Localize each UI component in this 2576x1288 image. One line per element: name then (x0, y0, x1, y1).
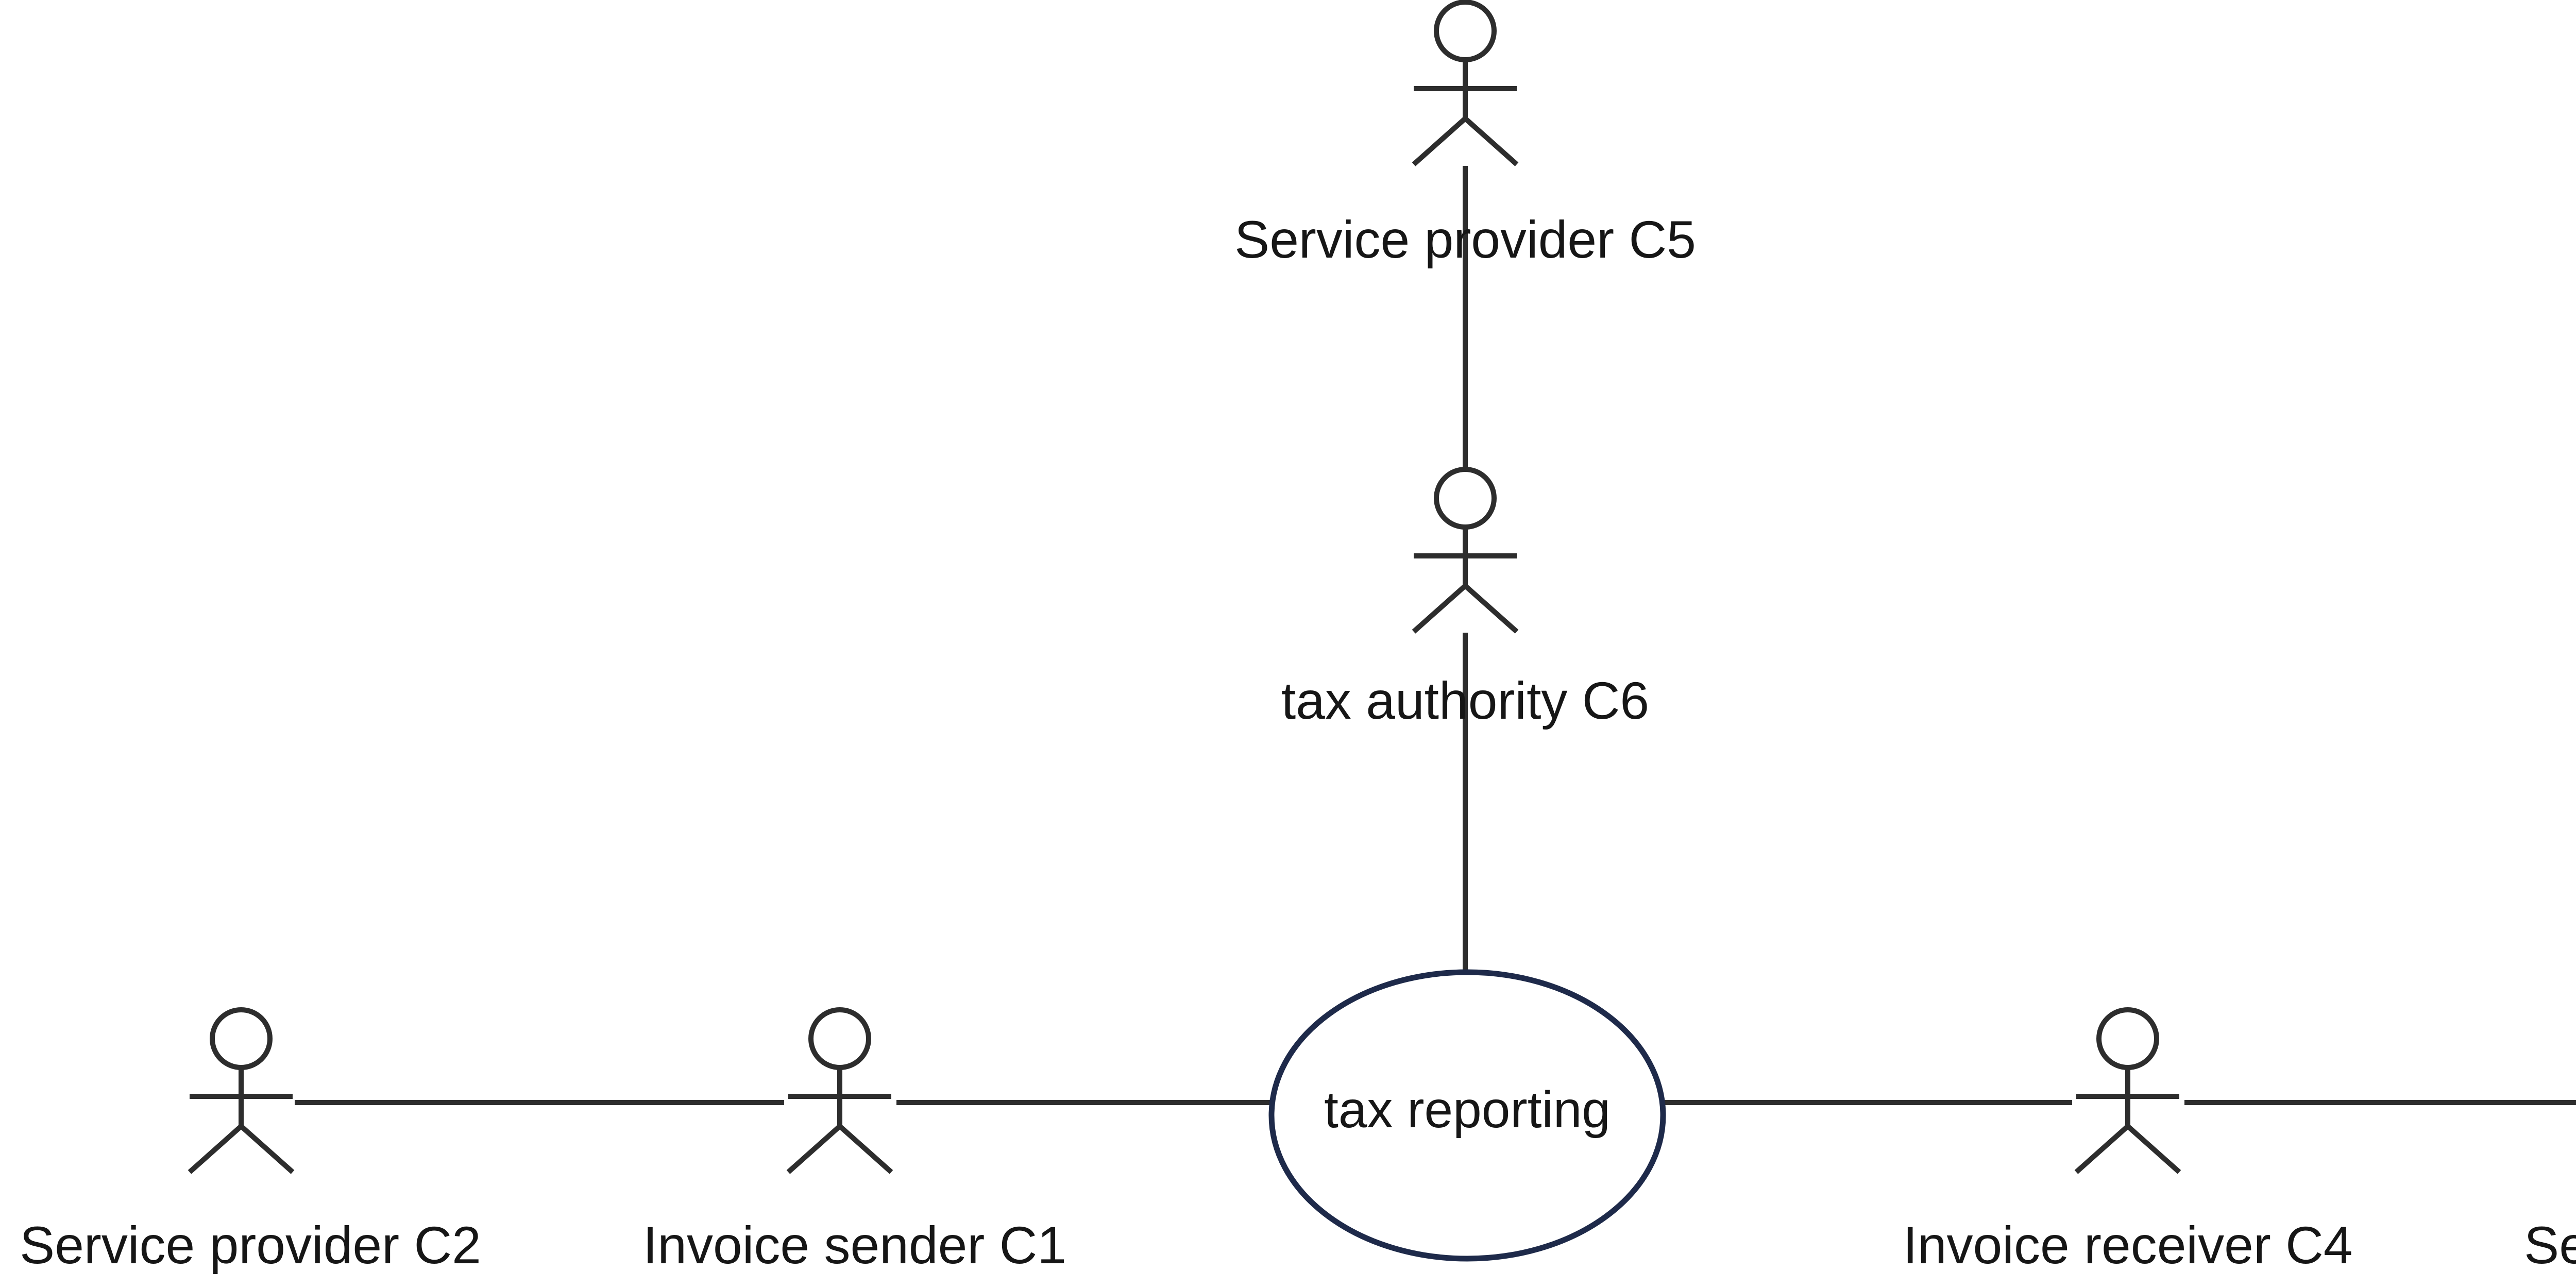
actor-c4-icon (2074, 1007, 2181, 1174)
use-case-label: tax reporting (1324, 1081, 1611, 1139)
actor-leg-left-icon (1412, 116, 1467, 166)
actor-label-c2: Service provider C2 (20, 1216, 481, 1275)
actor-leg-left-icon (188, 1124, 243, 1174)
actor-c1-icon (786, 1007, 893, 1174)
actor-leg-right-icon (838, 1124, 893, 1174)
actor-leg-right-icon (1463, 584, 1519, 634)
actor-label-c1: Invoice sender C1 (643, 1216, 1066, 1275)
actor-leg-right-icon (1463, 116, 1519, 166)
association-lines (295, 166, 2576, 1105)
use-case-ellipse (1268, 969, 1666, 1262)
actor-head-icon (808, 1007, 871, 1070)
actor-c5-icon (1412, 0, 1519, 166)
actor-label-c3: Service provider C3 (2524, 1216, 2576, 1275)
actor-leg-right-icon (239, 1124, 295, 1174)
actor-label-c6: tax authority C6 (1281, 671, 1649, 730)
actor-leg-left-icon (786, 1124, 842, 1174)
actor-head-icon (2096, 1007, 2159, 1070)
actor-head-icon (210, 1007, 273, 1070)
actor-c6-icon (1412, 467, 1519, 634)
actor-head-icon (1434, 0, 1497, 62)
actor-head-icon (1434, 467, 1497, 530)
actor-leg-left-icon (2074, 1124, 2130, 1174)
actor-label-c5: Service provider C5 (1234, 210, 1696, 269)
actor-leg-right-icon (2126, 1124, 2181, 1174)
actor-label-c4: Invoice receiver C4 (1903, 1216, 2352, 1275)
actor-leg-left-icon (1412, 584, 1467, 634)
actor-c2-icon (188, 1007, 295, 1174)
